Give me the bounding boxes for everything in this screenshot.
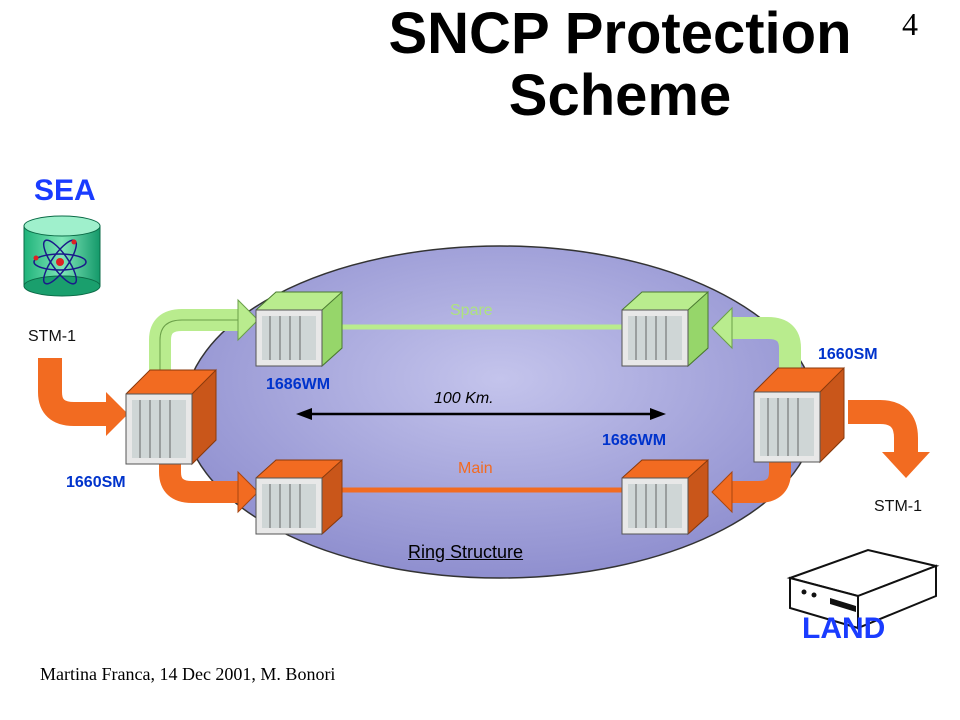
stm1-output-arrow	[848, 400, 918, 456]
wm-node-bottom-right	[621, 458, 709, 536]
land-label: LAND	[802, 612, 886, 645]
spare-connector-right	[730, 317, 801, 380]
wm-bottom-right-label: 1686WM	[602, 432, 667, 449]
main-arrow-right	[711, 470, 733, 514]
stm1-input-arrow	[38, 358, 108, 426]
sm-left-label: 1660SM	[66, 474, 126, 491]
sea-label: SEA	[34, 174, 96, 207]
title-line-1: SNCP Protection	[388, 1, 852, 66]
land-router-icon	[786, 548, 940, 630]
spare-arrow-right	[711, 306, 733, 350]
sm-node-left	[125, 368, 217, 466]
stm1-right-label: STM-1	[874, 498, 922, 515]
stm1-left-label: STM-1	[28, 328, 76, 345]
main-arrow-left	[237, 470, 259, 514]
main-connector-right	[730, 456, 791, 503]
spare-label: Spare	[450, 302, 493, 319]
wm-node-top-right	[621, 290, 709, 368]
sm-right-label: 1660SM	[818, 346, 878, 363]
wm-node-top-left	[255, 290, 343, 368]
wm-node-bottom-left	[255, 458, 343, 536]
main-label: Main	[458, 460, 493, 477]
wm-top-left-label: 1686WM	[266, 376, 331, 393]
ring-structure-label: Ring Structure	[408, 542, 524, 562]
sea-database-icon	[23, 215, 101, 297]
main-connector-left	[159, 452, 240, 503]
slide-number: 4	[902, 6, 918, 42]
sm-node-right	[753, 366, 845, 464]
spare-arrow-left	[237, 298, 259, 342]
footer: Martina Franca, 14 Dec 2001, M. Bonori	[40, 664, 336, 684]
distance-label: 100 Km.	[434, 390, 494, 407]
distance-arrow	[296, 408, 666, 420]
title-line-2: Scheme	[508, 63, 732, 128]
